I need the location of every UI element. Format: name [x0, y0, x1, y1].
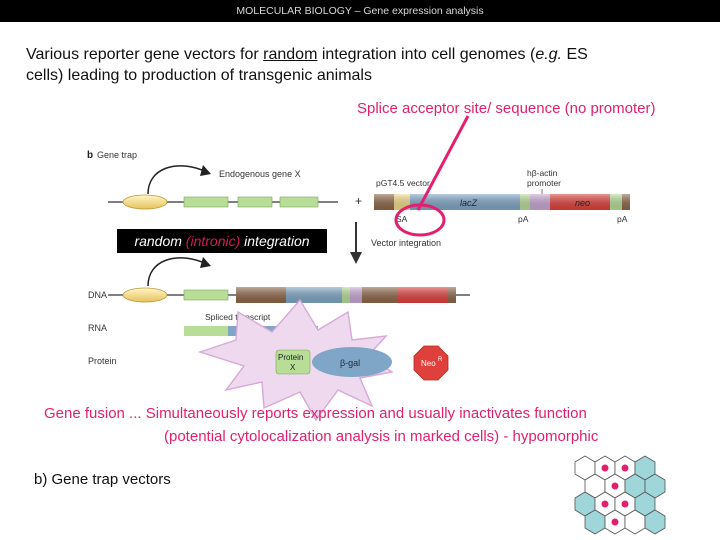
headline-part-2: integration into cell genomes (: [317, 46, 536, 63]
plus-sign: +: [355, 194, 362, 208]
exon-1: [183, 196, 229, 208]
marked-cell-dot: [601, 500, 609, 508]
hexagon-cell-grid: [574, 455, 666, 535]
marked-cell-dot: [611, 482, 619, 490]
hex-cell: [644, 509, 666, 535]
dna-shade: [236, 287, 456, 303]
neo-label: neo: [575, 198, 590, 208]
headline-underlined-word: random: [263, 46, 318, 63]
hexagon-marked-cells: [601, 464, 629, 526]
panel-letter: b: [87, 150, 93, 161]
splice-acceptor-callout: Splice acceptor site/ sequence (no promo…: [357, 100, 656, 117]
figure-caption: b) Gene trap vectors: [34, 471, 171, 488]
header-title: MOLECULAR BIOLOGY – Gene expression anal…: [236, 5, 484, 17]
beta-gal-label: β-gal: [340, 358, 360, 368]
dna-exon-1: [183, 289, 229, 301]
row-label-rna: RNA: [88, 323, 107, 333]
sa-highlight-circle: [394, 203, 446, 237]
marked-cell-dot: [611, 518, 619, 526]
promoter-arrowhead-bottom: [200, 257, 211, 268]
slide-header: MOLECULAR BIOLOGY – Gene expression anal…: [0, 0, 720, 22]
endogenous-gene-label: Endogenous gene X: [219, 169, 301, 179]
protein-x-label-1: Protein: [278, 353, 303, 362]
integration-suffix: integration: [240, 233, 310, 249]
neo-r-label: Neo: [421, 359, 436, 368]
headline-part-3: ES: [562, 46, 588, 63]
integration-prefix: random: [134, 233, 186, 249]
gene-fusion-line-2: (potential cytolocalization analysis in …: [164, 428, 599, 445]
sa-label: SA: [396, 214, 408, 224]
vector-shade: [374, 194, 630, 210]
vector-name: pGT4.5 vector: [376, 178, 430, 188]
beta-gal-oval: [312, 347, 392, 377]
promoter-arrow-bottom: [147, 257, 203, 287]
pa-label-2: pA: [617, 214, 628, 224]
rna-exon: [184, 326, 228, 336]
pa-label-1: pA: [518, 214, 529, 224]
promoter-label: promoter: [527, 178, 561, 188]
bactin-label: hβ-actin: [527, 168, 558, 178]
neo-r-superscript: R: [438, 357, 443, 363]
exon-2: [237, 196, 273, 208]
marked-cell-dot: [621, 464, 629, 472]
promoter-oval-top: [122, 194, 168, 210]
row-label-protein: Protein: [88, 356, 117, 366]
slide-headline: Various reporter gene vectors for random…: [26, 44, 716, 86]
headline-part-1: Various reporter gene vectors for: [26, 46, 264, 63]
random-integration-label: random (intronic) integration: [117, 229, 327, 253]
protein-x-label-2: X: [290, 363, 296, 372]
panel-title: Gene trap: [97, 150, 137, 160]
integration-intronic: (intronic): [185, 233, 241, 249]
protein-x-box: [275, 349, 311, 375]
promoter-oval-bottom: [122, 287, 168, 303]
exon-3: [279, 196, 319, 208]
splice-pointer-line: [416, 115, 470, 211]
headline-eg: e.g.: [535, 46, 562, 63]
vector-integration-label: Vector integration: [371, 238, 441, 248]
headline-line-2: cells) leading to production of transgen…: [26, 67, 372, 84]
marked-cell-dot: [621, 500, 629, 508]
promoter-arrow-top: [147, 165, 203, 195]
integration-arrowhead: [350, 252, 362, 264]
promoter-arrowhead-top: [200, 165, 211, 176]
lacz-label: lacZ: [460, 198, 478, 208]
row-label-dna: DNA: [88, 290, 107, 300]
marked-cell-dot: [601, 464, 609, 472]
gene-fusion-line-1: Gene fusion ... Simultaneously reports e…: [44, 405, 587, 422]
neo-r-octagon: [413, 345, 449, 381]
